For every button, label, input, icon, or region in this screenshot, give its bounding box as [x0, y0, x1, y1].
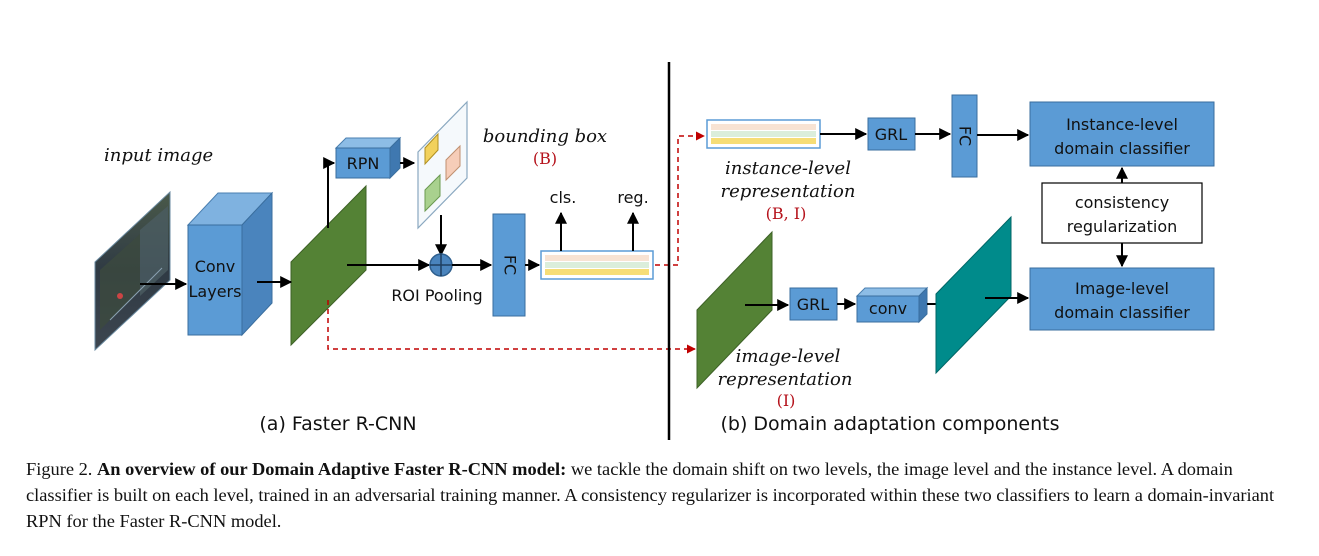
image-rep-tag: (I) — [777, 391, 796, 410]
bounding-box-tag: (B) — [533, 149, 557, 168]
image-rep-line1: image-level — [736, 346, 841, 367]
instance-classifier-block — [1029, 101, 1215, 167]
grl-top-block — [867, 117, 916, 151]
instance-level-vector — [706, 119, 821, 149]
roi-pooling-operator — [429, 253, 453, 277]
reg-label: reg. — [617, 188, 648, 207]
instance-rep-tag: (B, I) — [766, 204, 807, 223]
caption-text: we tackle the domain shift on two levels… — [26, 459, 1275, 531]
roi-pooling-label: ROI Pooling — [391, 286, 482, 305]
cls-label: cls. — [550, 188, 577, 207]
conv-layers-block: Conv Layers — [186, 191, 274, 337]
instance-classifier-line2: domain classifier — [1054, 139, 1190, 158]
grl-bottom-label: GRL — [797, 295, 830, 314]
figure-caption: Figure 2. An overview of our Domain Adap… — [26, 456, 1296, 534]
subtitle-domain-adaptation: (b) Domain adaptation components — [720, 413, 1059, 435]
bounding-box-label: bounding box — [483, 126, 607, 147]
dashed-arrow-image-level — [327, 300, 696, 354]
conv-small-label: conv — [869, 299, 907, 318]
instance-rep-line2: representation — [721, 181, 856, 202]
instance-feature-vector — [540, 250, 654, 280]
consistency-line1: consistency — [1075, 193, 1169, 212]
conv-label-line1: Conv — [195, 257, 236, 276]
image-level-feature-map — [696, 230, 773, 390]
proposal-boxes-panel — [417, 100, 468, 230]
image-classifier-line2: domain classifier — [1054, 303, 1190, 322]
image-rep-line2: representation — [718, 369, 853, 390]
dashed-arrow-instance-level — [655, 131, 705, 266]
subtitle-faster-rcnn: (a) Faster R-CNN — [259, 413, 416, 435]
caption-bold: An overview of our Domain Adaptive Faste… — [97, 459, 567, 479]
arrow-feature-to-rpn — [323, 157, 336, 228]
feature-map — [290, 184, 367, 347]
instance-classifier-line1: Instance-level — [1066, 115, 1178, 134]
input-image-thumbnail — [94, 190, 171, 352]
caption-label: Figure 2. — [26, 459, 93, 479]
instance-rep-line1: instance-level — [725, 158, 851, 179]
grl-bottom-block — [789, 287, 838, 321]
rpn-block: RPN — [334, 136, 402, 180]
grl-top-label: GRL — [875, 125, 908, 144]
fc-top-label: FC — [956, 126, 975, 146]
input-image-label: input image — [104, 145, 213, 166]
image-classifier-block — [1029, 267, 1215, 331]
conv-label-line2: Layers — [189, 282, 242, 301]
image-level-output-map — [935, 215, 1012, 375]
image-classifier-line1: Image-level — [1075, 279, 1169, 298]
consistency-line2: regularization — [1067, 217, 1178, 236]
rpn-label: RPN — [347, 154, 380, 173]
conv-block: conv — [855, 286, 929, 324]
fc-label: FC — [501, 255, 520, 275]
